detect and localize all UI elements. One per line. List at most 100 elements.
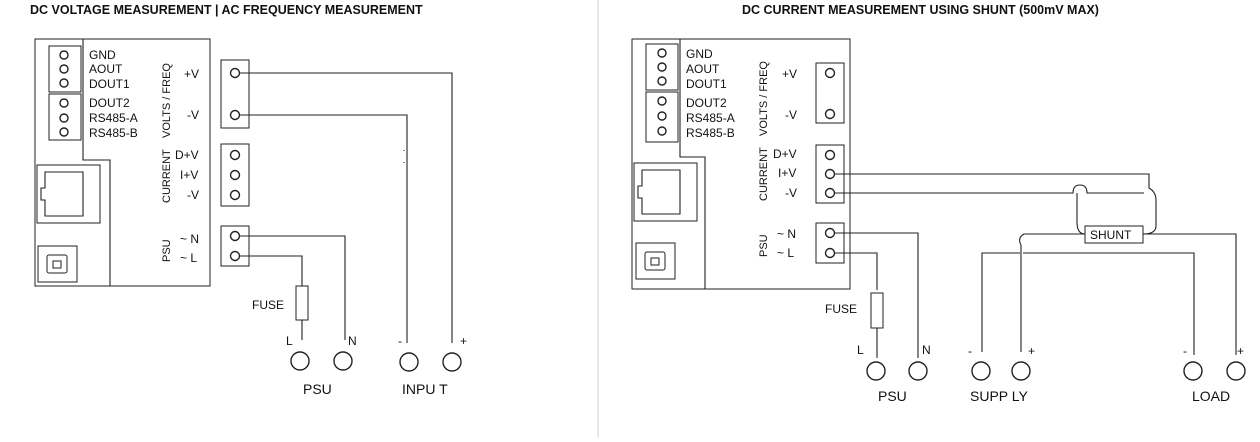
right-psu-l-terminal <box>866 361 886 381</box>
left-input-minus-terminal <box>399 352 419 372</box>
right-psu-label: PSU <box>878 388 907 404</box>
right-wire-supply-minus-a <box>981 252 1020 352</box>
right-wire-i-plus-v <box>835 173 1157 235</box>
left-io-terminal <box>59 64 69 74</box>
right-io-terminal <box>657 48 667 58</box>
left-side-port-socket <box>40 171 84 217</box>
left-pin-l: ~ L <box>180 251 197 265</box>
left-pin-d-plus-v: D+V <box>175 148 199 162</box>
left-io-terminal <box>59 50 69 60</box>
left-fuse-label: FUSE <box>252 298 284 312</box>
left-terminal-n <box>229 230 241 242</box>
left-panel: DC VOLTAGE MEASUREMENT | AC FREQUENCY ME… <box>30 3 467 397</box>
left-wire-plus-v <box>240 72 453 343</box>
right-fuse-icon <box>870 292 884 329</box>
right-shunt-label: SHUNT <box>1090 228 1132 242</box>
left-group-psu: PSU <box>161 239 173 262</box>
left-label-aout: AOUT <box>89 62 123 76</box>
right-supply-plus-terminal <box>1011 361 1031 381</box>
left-usb-icon <box>52 260 62 269</box>
right-pin-n: ~ N <box>777 227 796 241</box>
right-meter-body <box>631 38 851 290</box>
left-fuse-icon <box>295 285 309 321</box>
right-supply-minus-terminal <box>971 361 991 381</box>
right-terminal-d-plus-v <box>824 149 836 161</box>
left-side-port-outer <box>36 164 101 224</box>
right-load-minus-label: - <box>1183 344 1187 358</box>
left-label-dout1: DOUT1 <box>89 77 130 91</box>
left-terminal-l <box>229 250 241 262</box>
right-group-psu: PSU <box>758 234 770 257</box>
left-input-plus-terminal <box>442 352 462 372</box>
right-label-aout: AOUT <box>686 62 720 76</box>
right-label-rs485b: RS485-B <box>686 126 735 140</box>
right-load-label: LOAD <box>1192 388 1230 404</box>
right-label-dout2: DOUT2 <box>686 96 727 110</box>
left-plus-label: + <box>460 334 467 348</box>
right-supply-minus-label: - <box>968 344 972 358</box>
right-label-dout1: DOUT1 <box>686 77 727 91</box>
left-pin-n: ~ N <box>180 232 199 246</box>
right-terminal-n <box>824 227 836 239</box>
left-minus-label: - <box>398 334 402 348</box>
right-usb-icon <box>650 257 660 266</box>
right-io-terminal <box>657 126 667 136</box>
right-pin-plus-v: +V <box>782 67 797 81</box>
left-pin-i-plus-v: I+V <box>180 168 198 182</box>
left-group-volts: VOLTS / FREQ <box>161 63 173 138</box>
left-io-terminal <box>59 98 69 108</box>
left-label-rs485b: RS485-B <box>89 126 138 140</box>
right-pin-d-plus-v: D+V <box>773 147 797 161</box>
right-pin-minus-v: -V <box>785 108 797 122</box>
right-io-terminal <box>657 76 667 86</box>
right-load-plus-terminal <box>1226 361 1246 381</box>
right-side-port-socket <box>637 169 681 215</box>
left-input-label: INPU T <box>402 381 448 397</box>
left-pin-minus-v: -V <box>187 108 199 122</box>
right-wire-l-to-fuse <box>835 252 878 290</box>
right-terminal-l <box>824 247 836 259</box>
left-terminal-i-plus-v <box>229 169 241 181</box>
right-usb-port-outer <box>635 242 676 280</box>
left-terminal-minus-v <box>229 109 241 121</box>
right-terminal-plus-v <box>824 67 836 79</box>
left-io-terminal <box>59 113 69 123</box>
right-terminal-minus-v2 <box>824 187 836 199</box>
right-title: DC CURRENT MEASUREMENT USING SHUNT (500m… <box>742 3 1099 17</box>
right-group-volts: VOLTS / FREQ <box>758 61 770 136</box>
left-label-dout2: DOUT2 <box>89 96 130 110</box>
right-terminal-minus-v <box>824 108 836 120</box>
right-group-current: CURRENT <box>758 147 770 201</box>
left-label-rs485a: RS485-A <box>89 111 138 125</box>
left-label-gnd: GND <box>89 48 116 62</box>
left-pin-minus-v-current: -V <box>187 188 199 202</box>
right-wire-supply-plus <box>1018 233 1085 352</box>
right-side-port-outer <box>633 162 698 222</box>
left-l-label: L <box>286 334 293 348</box>
left-psu-n-terminal <box>333 351 353 371</box>
right-pin-minus-v-current: -V <box>785 186 797 200</box>
right-io-terminal <box>657 111 667 121</box>
left-wire-minus-v <box>240 114 408 343</box>
right-pin-l: ~ L <box>777 246 794 260</box>
right-wire-supply-minus-b <box>1023 252 1195 355</box>
left-title: DC VOLTAGE MEASUREMENT | AC FREQUENCY ME… <box>30 3 423 17</box>
right-wire-minus-v-upper <box>835 184 1144 194</box>
left-terminal-plus-v <box>229 67 241 79</box>
left-group-current: CURRENT <box>161 149 173 203</box>
right-io-terminal <box>657 62 667 72</box>
right-wire-n <box>835 232 919 358</box>
right-psu-n-terminal <box>908 361 928 381</box>
right-label-rs485a: RS485-A <box>686 111 735 125</box>
left-io-terminal <box>59 127 69 137</box>
left-pin-plus-v: +V <box>184 67 199 81</box>
left-n-label: N <box>348 334 357 348</box>
right-wire-minus-v-drop <box>1076 193 1086 235</box>
right-io-terminal <box>657 96 667 106</box>
right-n-label: N <box>922 343 931 357</box>
right-supply-plus-label: + <box>1028 344 1035 358</box>
left-psu-label: PSU <box>303 381 332 397</box>
right-fuse-label: FUSE <box>825 302 857 316</box>
right-pin-i-plus-v: I+V <box>778 166 796 180</box>
